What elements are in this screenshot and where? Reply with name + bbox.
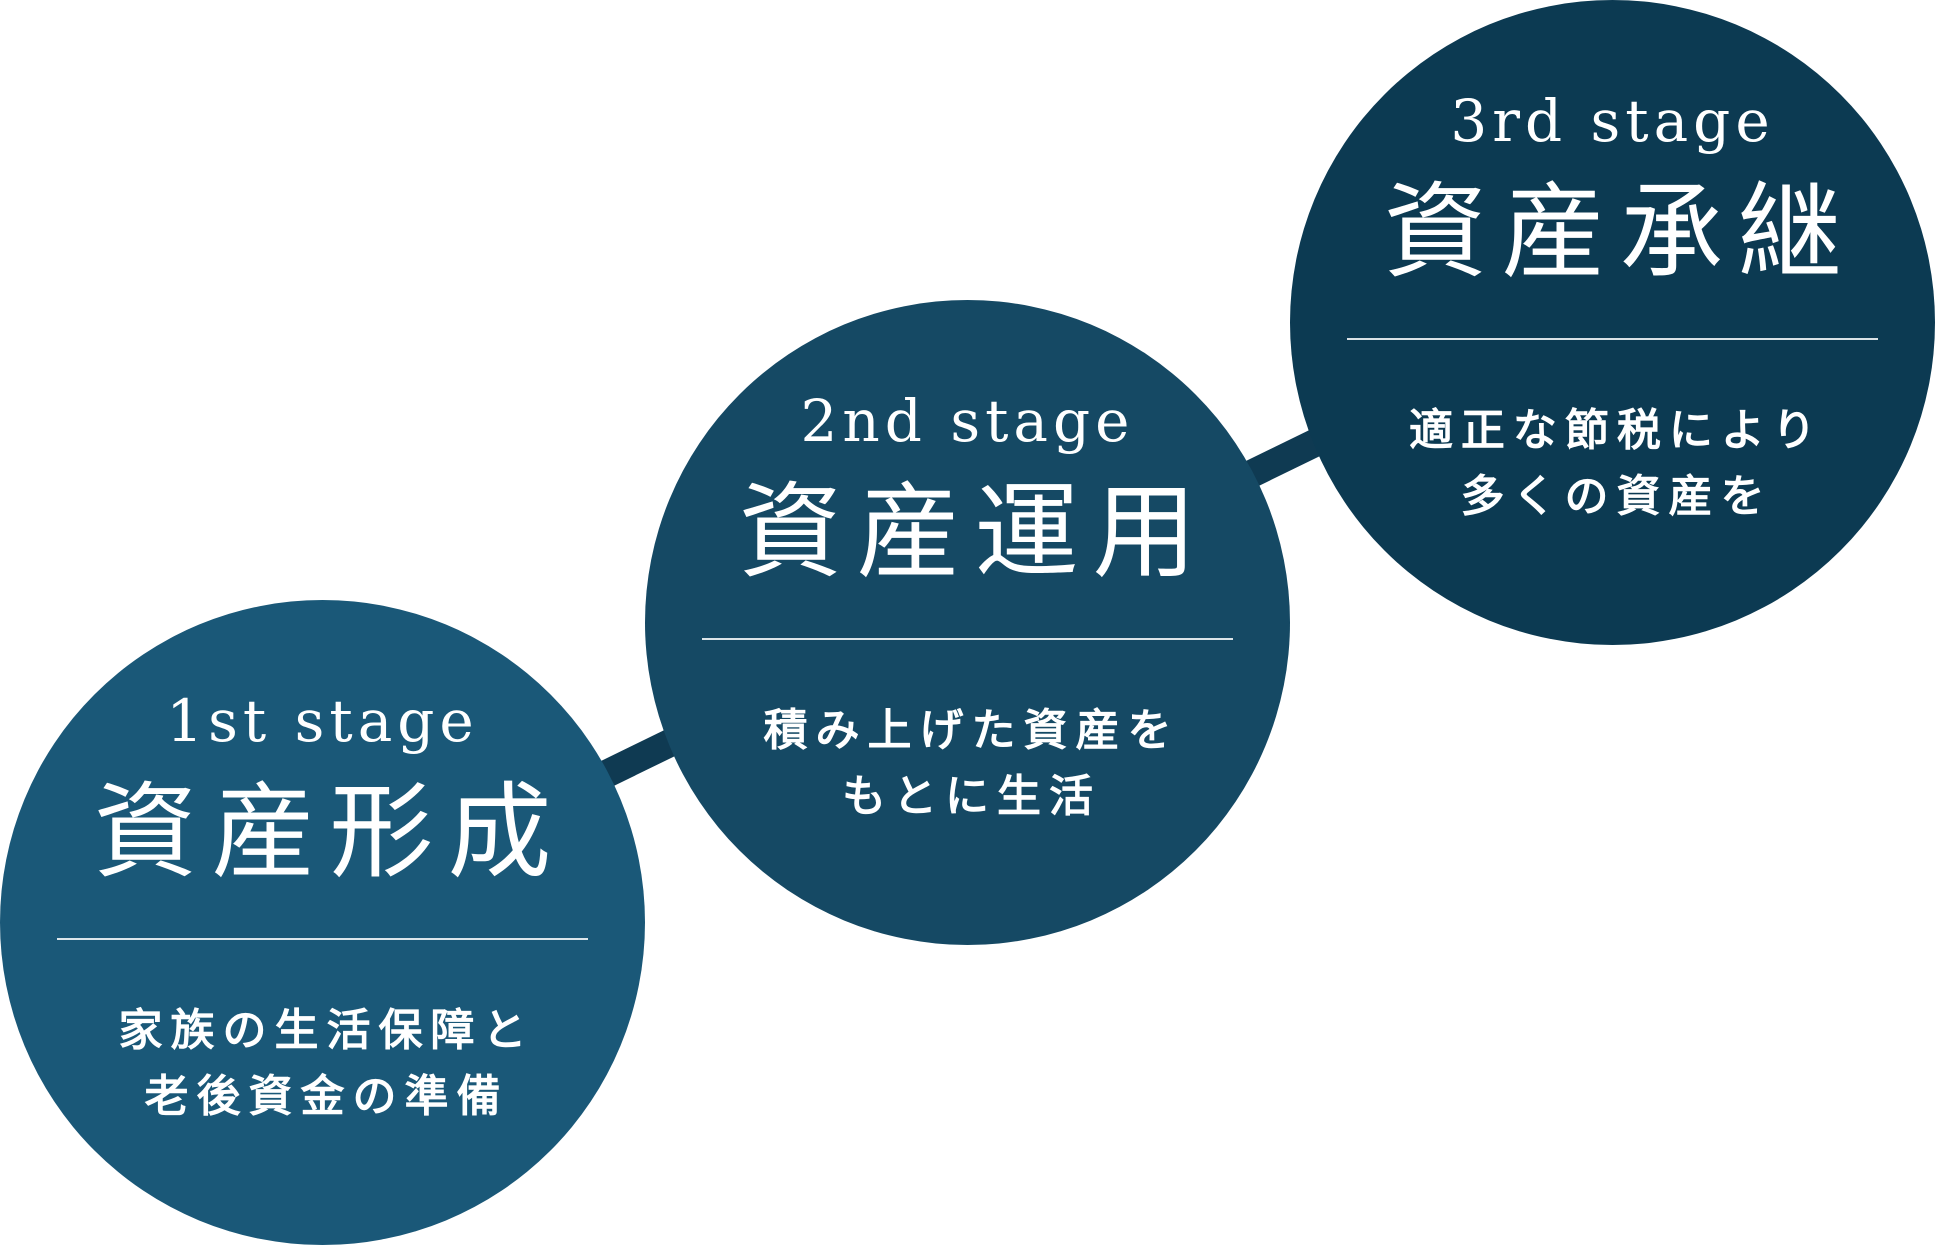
stage-description-line: 積み上げた資産を [763, 705, 1180, 756]
stage-divider [702, 638, 1233, 640]
stage-label: 2nd stage [800, 387, 1135, 455]
stage-description-line: 多くの資産を [1460, 471, 1773, 522]
stage-description-line: 家族の生活保障と [118, 1005, 535, 1056]
stage-description-line: もとに生活 [841, 771, 1102, 822]
stage-divider [1347, 338, 1878, 340]
stage-description-line: 老後資金の準備 [144, 1071, 509, 1122]
stage-circle-1: 1st stage 資産形成 家族の生活保障と 老後資金の準備 [0, 600, 645, 1245]
stage-title: 資産形成 [93, 771, 566, 893]
stage-divider [57, 938, 588, 940]
stage-circle-2: 2nd stage 資産運用 積み上げた資産を もとに生活 [645, 300, 1290, 945]
stage-description: 家族の生活保障と 老後資金の準備 [40, 998, 605, 1130]
stage-description: 積み上げた資産を もとに生活 [685, 698, 1250, 830]
stage-title: 資産承継 [1383, 171, 1856, 293]
stage-circle-3: 3rd stage 資産承継 適正な節税により 多くの資産を [1290, 0, 1935, 645]
stage-label: 3rd stage [1450, 87, 1775, 155]
stage-description-line: 適正な節税により [1408, 405, 1825, 456]
stage-label: 1st stage [166, 687, 479, 755]
stage-title: 資産運用 [738, 471, 1211, 593]
stage-description: 適正な節税により 多くの資産を [1330, 398, 1895, 530]
